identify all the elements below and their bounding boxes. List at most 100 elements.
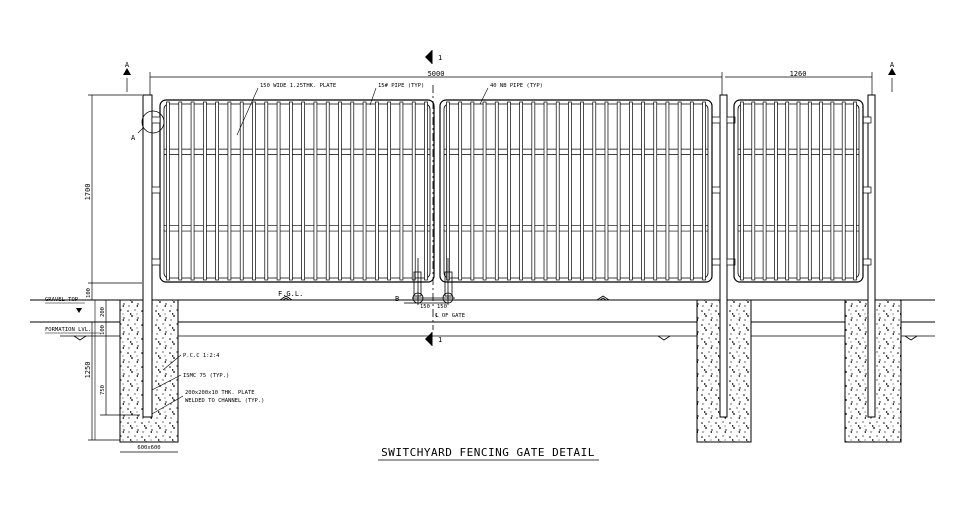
top-dimensions xyxy=(149,72,873,95)
leaf-bar xyxy=(399,101,404,281)
pipe-40-label: 40 NB PIPE (TYP) xyxy=(490,83,543,89)
leaf-bar xyxy=(350,101,355,281)
gate-leaf-right xyxy=(439,99,713,283)
leaf-frame xyxy=(733,99,864,283)
leaf-bar xyxy=(807,101,812,281)
leaf-bar xyxy=(482,101,487,281)
post-left xyxy=(142,94,153,418)
fence-panel xyxy=(733,99,864,283)
leaf-bar xyxy=(830,101,835,281)
hinge xyxy=(711,186,721,194)
leaf-bar xyxy=(531,101,536,281)
leaf-bar xyxy=(677,101,682,281)
gate-leaf-left xyxy=(151,99,872,283)
dim-5000: 5000 xyxy=(428,70,445,78)
leaf-bar xyxy=(227,101,232,281)
leaf-bar xyxy=(494,101,499,281)
hinge xyxy=(862,186,872,194)
leaf-bar xyxy=(604,101,609,281)
section-marker-1-top: 1 xyxy=(425,50,442,64)
leaf-bar xyxy=(819,101,823,281)
leaf-bar xyxy=(239,101,244,281)
section-marker-a-right: A xyxy=(888,61,896,92)
svg-text:1: 1 xyxy=(438,54,442,62)
section-marker-1-bottom: 1 xyxy=(425,332,442,346)
leaf-bar xyxy=(252,101,256,281)
post-right xyxy=(867,94,876,418)
leaf-bar xyxy=(519,101,523,281)
leaf-bar xyxy=(387,101,391,281)
gate-latch xyxy=(404,85,455,330)
leaf-bar xyxy=(338,101,342,281)
section-marker-a-left: A xyxy=(123,61,131,92)
fgl-markers xyxy=(73,295,918,341)
leaf-bar xyxy=(665,101,670,281)
dim-600x600: 600x600 xyxy=(137,445,160,451)
dim-100: 100 xyxy=(86,288,92,298)
dim-1260: 1260 xyxy=(790,70,807,78)
ground-lines xyxy=(30,299,935,440)
dim-100b: 100 xyxy=(100,325,106,335)
leaf-bar xyxy=(313,101,318,281)
hinge xyxy=(862,258,872,266)
gate-centreline-label: ℄ OF GATE xyxy=(434,313,465,319)
fgl-label: F.G.L. xyxy=(278,290,303,298)
leaf-bar xyxy=(555,101,560,281)
leaf-bar xyxy=(751,101,756,281)
svg-text:A: A xyxy=(890,61,895,69)
dim-150b: 150 xyxy=(437,304,447,310)
hinge xyxy=(151,258,161,266)
leaf-bar xyxy=(458,101,463,281)
hinge xyxy=(726,116,736,124)
plate-label: 150 WIDE 1.25THK. PLATE xyxy=(260,83,336,89)
leaf-frame xyxy=(439,99,713,283)
dim-150a: 150 xyxy=(420,304,430,310)
leaf-bar xyxy=(289,101,293,281)
leaf-bar xyxy=(375,101,379,281)
leaf-bar xyxy=(841,101,846,281)
leaf-bar xyxy=(853,101,857,281)
svg-text:1: 1 xyxy=(438,336,442,344)
leaf-bar xyxy=(774,101,778,281)
leaf-bar xyxy=(616,101,621,281)
leaf-bar xyxy=(424,101,428,281)
plate-weld-label-1: 200x200x10 THK. PLATE xyxy=(185,390,255,396)
leaf-bar xyxy=(762,101,767,281)
drawing-title: SWITCHYARD FENCING GATE DETAIL xyxy=(381,446,595,459)
leaf-bar xyxy=(796,101,801,281)
leaf-bar xyxy=(325,101,330,281)
gravel-top-label: GRAVEL TOP xyxy=(45,297,79,303)
dim-1700: 1700 xyxy=(84,184,92,201)
hinge xyxy=(151,116,161,124)
ismc-label: ISMC 75 (TYP.) xyxy=(183,373,229,379)
leaf-bar xyxy=(276,101,281,281)
detail-a-callout: A xyxy=(131,110,165,142)
hinge xyxy=(711,258,721,266)
dim-750: 750 xyxy=(100,385,106,395)
leaf-bar xyxy=(568,101,572,281)
svg-text:A: A xyxy=(125,61,130,69)
leaf-frame-inner xyxy=(443,103,709,279)
leaf-bar xyxy=(470,101,475,281)
leaf-bar xyxy=(629,101,633,281)
leaf-bar xyxy=(580,101,584,281)
leaf-bar xyxy=(190,101,195,281)
leaf-frame-inner xyxy=(163,103,431,279)
pipe-15-label: 15# PIPE (TYP) xyxy=(378,83,424,89)
leaf-bar xyxy=(689,101,694,281)
leaf-bar xyxy=(785,101,790,281)
dim-1250: 1250 xyxy=(84,362,92,379)
leaf-bar xyxy=(543,101,548,281)
left-dimensions xyxy=(88,94,178,453)
leaf-bar xyxy=(740,101,744,281)
formation-level-label: FORMATION LVL. xyxy=(45,327,91,333)
leaf-bar xyxy=(507,101,511,281)
plate-weld-label-2: WELDED TO CHANNEL (TYP.) xyxy=(185,398,264,404)
footings xyxy=(119,299,902,443)
leaf-bar xyxy=(178,101,183,281)
leaf-bar xyxy=(301,101,305,281)
svg-text:A: A xyxy=(131,134,136,142)
leaf-bar xyxy=(411,101,416,281)
hinge xyxy=(726,258,736,266)
